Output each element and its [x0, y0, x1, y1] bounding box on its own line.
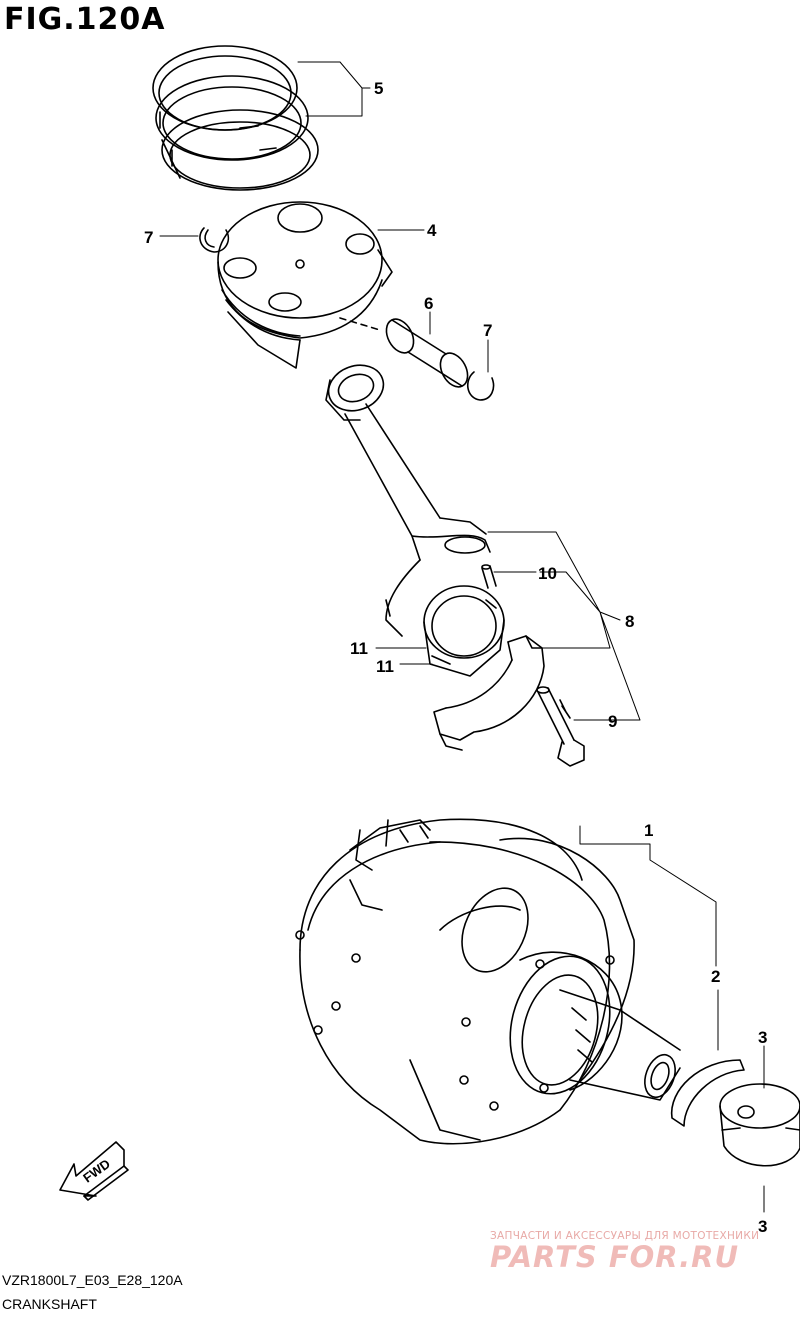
callout-labels: 5 4 7 6 7 10 8 11 11 9 1 2 3 3: [144, 79, 767, 1236]
conrod-cap[interactable]: [433, 635, 545, 751]
piston-part-4[interactable]: [217, 201, 393, 369]
callout-3b: 3: [758, 1217, 767, 1236]
fwd-arrow-icon: FWD: [59, 1141, 129, 1201]
piston-pin-clip-part-7b[interactable]: [467, 371, 495, 401]
crankshaft-bearing-part-3[interactable]: [719, 1083, 800, 1167]
piston-pin-part-6[interactable]: [381, 314, 473, 391]
callout-10: 10: [538, 564, 557, 583]
thrust-washer-part-2[interactable]: [670, 1059, 745, 1127]
piston-pin-clip-part-7[interactable]: [199, 227, 230, 253]
callout-9: 9: [608, 712, 617, 731]
conrod-bearing-part-11[interactable]: [423, 585, 505, 677]
section-name: CRANKSHAFT: [2, 1296, 97, 1312]
callout-6: 6: [424, 294, 433, 313]
callout-3a: 3: [758, 1028, 767, 1047]
callout-11b: 11: [376, 657, 394, 676]
fwd-label: FWD: [80, 1156, 113, 1186]
callout-5: 5: [374, 79, 383, 98]
callout-7b: 7: [483, 321, 492, 340]
callout-1: 1: [644, 821, 653, 840]
callout-4: 4: [427, 221, 437, 240]
dowel-pin-part-10[interactable]: [481, 564, 497, 589]
callout-8: 8: [625, 612, 634, 631]
figure-title: FIG.120A: [4, 2, 166, 37]
piston-rings-part-5[interactable]: [152, 45, 319, 191]
crankshaft-assembly-part-1[interactable]: [295, 818, 681, 1145]
diagram-code: VZR1800L7_E03_E28_120A: [2, 1272, 183, 1288]
callout-2: 2: [711, 967, 720, 986]
connecting-rod[interactable]: [322, 358, 491, 637]
conrod-bolt-part-9[interactable]: [536, 686, 585, 767]
callout-7a: 7: [144, 228, 153, 247]
callout-11a: 11: [350, 639, 368, 658]
watermark-brand: PARTS FOR.RU: [490, 1240, 740, 1274]
watermark-tagline: ЗАПЧАСТИ И АКСЕССУАРЫ ДЛЯ МОТОТЕХНИКИ: [490, 1230, 760, 1242]
leader-lines: [159, 61, 765, 1213]
